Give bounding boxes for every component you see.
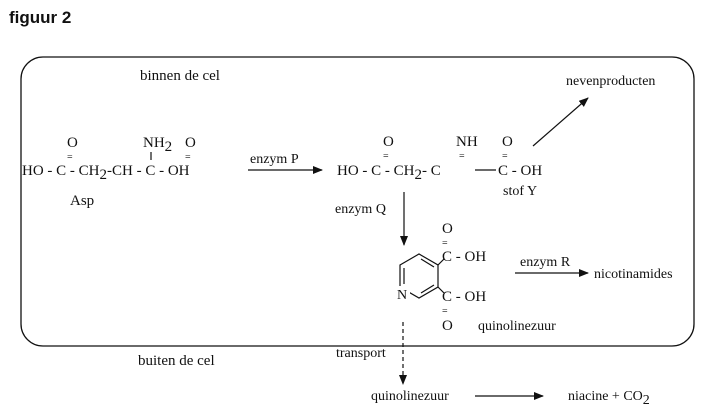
- ring-nitrogen-mask: [392, 286, 410, 300]
- stof-y-double-bond-imine: =: [459, 151, 465, 162]
- ring-cooh-bond-bottom: [437, 286, 445, 294]
- quinolinic-label: quinolinezuur: [478, 319, 556, 334]
- stof-y-imine: NH: [456, 134, 478, 150]
- stof-y-label: stof Y: [503, 184, 537, 199]
- ring-cooh-bond-top: [437, 258, 445, 266]
- asp-oxygen-left: O: [67, 135, 78, 151]
- quinolinic-oxygen-bottom: O: [442, 318, 453, 334]
- quinolinic-outside-label: quinolinezuur: [371, 389, 449, 404]
- transport-label: transport: [336, 346, 386, 361]
- quinolinic-acid-structure: N O = C - OH C - OH = O quinolinezuur: [392, 221, 556, 334]
- outside-cell-label: buiten de cel: [138, 353, 215, 369]
- figure-title: figuur 2: [9, 8, 72, 27]
- aspartate-structure: O NH2 O = = HO - C - CH2-CH - C - OH Asp: [22, 135, 196, 209]
- nicotinamides-label: nicotinamides: [594, 267, 673, 282]
- niacin-co2-label: niacine + CO2: [568, 389, 650, 408]
- asp-chain: HO - C - CH2-CH - C - OH: [22, 163, 190, 183]
- ring-double-bond-3: [420, 284, 435, 294]
- stof-y-oxygen-right: O: [502, 134, 513, 150]
- asp-label: Asp: [70, 193, 94, 209]
- byproducts-label: nevenproducten: [566, 74, 655, 89]
- cell-boundary: [20, 56, 695, 347]
- stof-y-double-bond-left: =: [383, 151, 389, 162]
- quinolinic-double-bond-bottom: =: [442, 306, 448, 317]
- asp-oxygen-right: O: [185, 135, 196, 151]
- enzyme-r-label: enzym R: [520, 255, 571, 270]
- quinolinic-cooh-bottom: C - OH: [442, 289, 486, 305]
- quinolinic-cooh-top: C - OH: [442, 249, 486, 265]
- asp-amine: NH2: [143, 135, 172, 155]
- stof-y-structure: O NH O = = = HO - C - CH2- C C - OH stof…: [337, 134, 542, 199]
- stof-y-chain-left: HO - C - CH2- C: [337, 163, 441, 183]
- enzyme-p-label: enzym P: [250, 152, 299, 167]
- quinolinic-oxygen-top: O: [442, 221, 453, 237]
- stof-y-double-bond-right: =: [502, 151, 508, 162]
- byproducts-arrow: [532, 97, 589, 147]
- asp-double-bond-right: =: [185, 152, 191, 163]
- ring-double-bond-2: [420, 258, 435, 268]
- stof-y-chain-right: C - OH: [498, 163, 542, 179]
- inside-cell-label: binnen de cel: [140, 68, 220, 84]
- quinolinic-double-bond-top: =: [442, 238, 448, 249]
- enzyme-q-label: enzym Q: [335, 202, 386, 217]
- asp-double-bond-left: =: [67, 152, 73, 163]
- stof-y-oxygen-left: O: [383, 134, 394, 150]
- ring-nitrogen: N: [397, 288, 407, 303]
